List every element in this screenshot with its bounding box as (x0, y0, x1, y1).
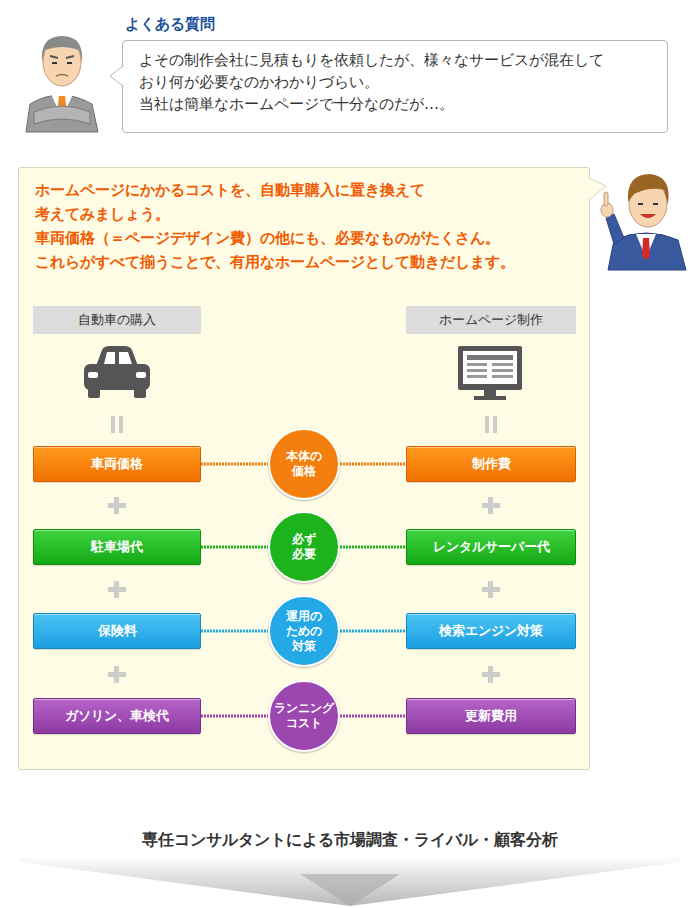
node-text: よその制作会社に見積もりを依頼したが、様々なサービスが混在しており何が必要なのか… (139, 49, 614, 93)
node-text: ガソリン、車検代 (65, 707, 169, 725)
old-man-figure (26, 36, 98, 132)
node-text: ホームページにかかるコストを、自動車購入に置き換えて考えてみましょう。 (35, 178, 435, 226)
node-text: 運用のための対策 (284, 609, 324, 654)
cost-box: 更新費用 (406, 698, 576, 734)
node-text: 保険料 (98, 622, 137, 640)
category-circle: 本体の価格 (268, 428, 340, 500)
cost-box: 駐車場代 (33, 529, 201, 565)
equals-mark (111, 416, 497, 433)
dotted-connector (340, 546, 406, 549)
node-text: 自動車の購入 (78, 311, 156, 329)
node-text: 駐車場代 (91, 538, 143, 556)
node-text: 当社は簡単なホームページで十分なのだが…。 (139, 93, 651, 115)
dotted-connector (201, 630, 268, 633)
consultant-figure (601, 174, 686, 270)
car-icon (84, 346, 150, 398)
faq-heading: よくある質問 (125, 13, 215, 35)
node-text: 検索エンジン対策 (439, 622, 543, 640)
node-text: これらがすべて揃うことで、有用なホームページとして動きだします。 (35, 250, 580, 274)
plus-mark (108, 497, 500, 683)
node-text: 制作費 (472, 455, 511, 473)
node-text: 車両価格（＝ページデザイン費）の他にも、必要なものがたくさん。 (35, 226, 580, 250)
category-circle: 運用のための対策 (268, 595, 340, 667)
cost-box: 車両価格 (33, 446, 201, 482)
node-text: レンタルサーバー代 (433, 538, 550, 556)
node-text: 必ず必要 (290, 532, 318, 562)
node-text: 車両価格 (91, 455, 143, 473)
node-text: ホームページ制作 (439, 311, 543, 329)
node-text: 更新費用 (465, 707, 517, 725)
explanation-panel: ホームページにかかるコストを、自動車購入に置き換えて考えてみましょう。車両価格（… (18, 167, 590, 770)
cost-box: 保険料 (33, 613, 201, 649)
bubble-tail-cover (122, 67, 125, 85)
arrow-band: 専任コンサルタントによる市場調査・ライバル・顧客分析 (0, 822, 700, 908)
panel-tail (589, 178, 606, 200)
node-text: ランニングコスト (272, 701, 336, 731)
column-header: ホームページ制作 (406, 306, 576, 334)
category-circle: ランニングコスト (268, 680, 340, 752)
column-header: 自動車の購入 (33, 306, 201, 334)
monitor-icon (458, 346, 522, 400)
cost-box: 検索エンジン対策 (406, 613, 576, 649)
cost-box: レンタルサーバー代 (406, 529, 576, 565)
panel-tail-cover (587, 179, 590, 199)
node-text: 本体の価格 (284, 449, 324, 479)
dotted-connector (201, 463, 268, 466)
node-text: 専任コンサルタントによる市場調査・ライバル・顧客分析 (0, 822, 700, 851)
cost-box: 制作費 (406, 446, 576, 482)
dotted-connector (340, 630, 406, 633)
dotted-connector (340, 463, 406, 466)
cost-box: ガソリン、車検代 (33, 698, 201, 734)
bubble-tail (110, 66, 123, 86)
dotted-connector (201, 546, 268, 549)
category-circle: 必ず必要 (268, 511, 340, 583)
speech-bubble: よくある質問よその制作会社に見積もりを依頼したが、様々なサービスが混在しており何… (122, 40, 668, 133)
dotted-connector (201, 715, 268, 718)
dotted-connector (340, 715, 406, 718)
